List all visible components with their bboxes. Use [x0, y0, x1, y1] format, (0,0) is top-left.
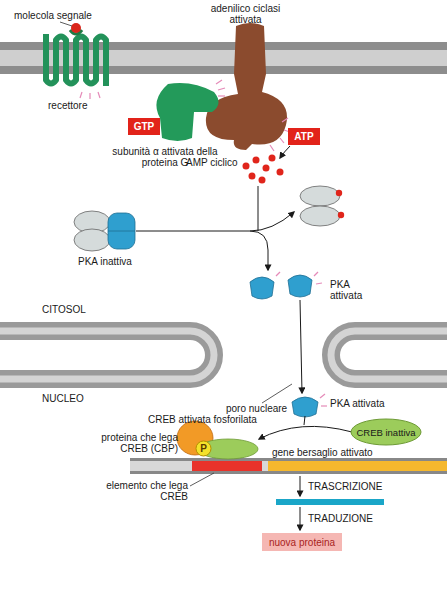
phosphorylation-arrow: [259, 426, 352, 439]
creb-binding-element: [192, 461, 262, 471]
phosphate-shape: [196, 441, 211, 456]
pathway-arrow: [250, 212, 294, 231]
protein-label: CREB attivata fosforilata: [148, 414, 283, 425]
protein-label: recettore: [48, 100, 118, 111]
pathway-line: [304, 416, 305, 425]
process-label: TRASCRIZIONE: [308, 481, 408, 492]
target-gene: [268, 461, 447, 471]
phosphate-circle: P: [195, 440, 212, 457]
dna-backbone: [130, 458, 447, 461]
node-text: GTP: [134, 121, 155, 132]
protein-box: nuova proteina: [262, 533, 342, 551]
compartment-label: CITOSOL: [42, 304, 112, 315]
mrna: [276, 499, 384, 505]
compartment-label: NUCLEO: [42, 393, 112, 404]
activation-ticks: [276, 272, 322, 284]
pathway-arrow: [136, 231, 268, 270]
pka-active: [250, 277, 274, 299]
dna-element-label: elemento che lega CREB: [96, 480, 188, 502]
creb-inactive: CREB inattiva: [350, 418, 422, 446]
node-text: P: [200, 443, 207, 454]
protein-label: proteina che lega CREB (CBP): [86, 432, 178, 454]
dna-strand: [130, 458, 447, 474]
regulatory-camp-complex: [300, 206, 340, 226]
transcription-arrow: [300, 476, 301, 496]
leader-line: [190, 473, 214, 486]
dna-backbone: [130, 471, 447, 474]
receptor-protein: [46, 34, 106, 86]
structure-label: poro nucleare: [226, 403, 296, 414]
node-text: nuova proteina: [269, 537, 335, 548]
molecule-label: AMP ciclico: [186, 157, 246, 168]
reaction-arrow: [280, 146, 290, 158]
adenylyl-cyclase: [206, 23, 287, 150]
protein-label: adenilico ciclasi attivata: [198, 3, 293, 25]
process-label: TRADUZIONE: [308, 513, 408, 524]
protein-label: PKA inattiva: [78, 256, 158, 267]
activation-ticks: [80, 92, 100, 99]
translocation-arrow: [300, 300, 302, 393]
leader-line: [60, 22, 72, 26]
pka-active: [292, 397, 318, 417]
g-protein-alpha: [156, 83, 218, 141]
regulatory-camp-complex: [300, 186, 340, 206]
camp-molecule: [336, 190, 342, 196]
nuclear-envelope: [331, 331, 447, 379]
subunit-divider: [108, 231, 135, 232]
translation-arrow: [300, 507, 301, 530]
nuclear-envelope: [0, 331, 214, 379]
leader-line: [262, 384, 292, 403]
camp-molecule: [338, 212, 344, 218]
atp-box: ATP: [288, 128, 320, 145]
nuclear-envelope-lumen: [0, 331, 214, 379]
pka-catalytic: [74, 229, 110, 251]
node-text: CREB inattiva: [356, 427, 415, 438]
cbp-protein: [177, 421, 213, 455]
protein-label: PKA attivata: [330, 398, 410, 409]
pathway-line: [258, 186, 259, 231]
camp-molecules: [243, 155, 284, 184]
protein-shape: [351, 419, 421, 445]
activation-ticks: [216, 80, 290, 151]
gene-label: gene bersaglio attivato: [272, 447, 392, 458]
signal-molecule: [71, 23, 81, 33]
gtp-box: GTP: [128, 118, 160, 135]
node-text: ATP: [294, 131, 313, 142]
pka-active: [288, 275, 312, 297]
activation-ticks: [320, 394, 327, 406]
molecule-label: molecola segnale: [14, 10, 114, 21]
protein-label: PKA attivata: [330, 279, 375, 301]
pka-regulatory: [108, 213, 135, 249]
nuclear-envelope-lumen: [331, 331, 447, 379]
